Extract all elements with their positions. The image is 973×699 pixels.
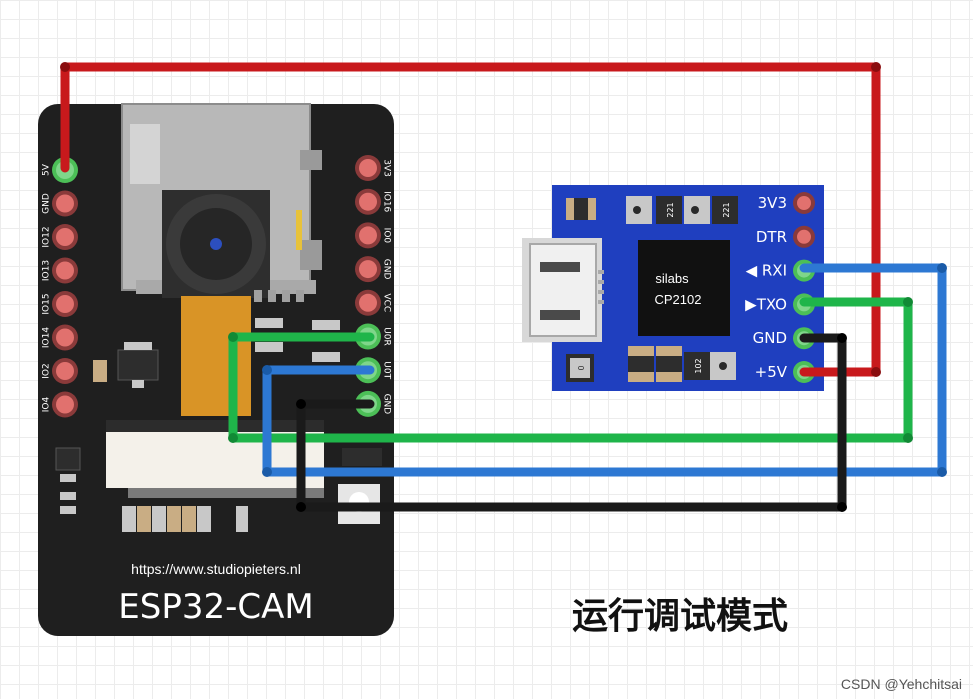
esp32cam-pin-pad-inner	[56, 328, 74, 347]
cp2102-pin-label: 3V3	[758, 194, 787, 212]
camera-flex-cable	[181, 296, 251, 416]
cp2102-pin-label: DTR	[756, 228, 787, 246]
esp32cam-pin-pad-inner	[359, 293, 377, 312]
cp2102-pin-label: ◀ RXI	[746, 262, 787, 280]
caption: 运行调试模式	[572, 596, 788, 637]
resistor-label-3: 102	[694, 358, 703, 373]
cp2102-pin-label: ▶TXO	[745, 295, 787, 313]
esp32cam-right-pin-label: 3V3	[382, 159, 392, 177]
chip-model: CP2102	[655, 292, 702, 307]
esp32cam-right-pin-label: U0T	[382, 361, 392, 379]
esp32cam-right-pin-label: VCC	[382, 293, 392, 312]
watermark: CSDN @Yehchitsai	[841, 676, 962, 692]
esp32cam-pin-pad-inner	[56, 295, 74, 313]
esp32cam-left-pin-label: IO2	[42, 363, 52, 378]
esp32cam-pin-pad-inner	[359, 226, 377, 245]
esp32cam-title: ESP32-CAM	[118, 587, 313, 627]
esp32cam-left-pin-label: IO14	[42, 327, 52, 348]
esp32cam-left-pin-label: 5V	[42, 163, 52, 176]
resistor-label-2: 221	[722, 202, 731, 217]
esp32cam-right-pin-label: IO16	[382, 191, 392, 212]
esp32cam-left-pin-label: IO4	[42, 396, 52, 412]
wire-junctions	[60, 62, 947, 512]
resistor-label-1: 221	[666, 202, 675, 217]
esp32cam-pin-pad-inner	[359, 192, 377, 211]
esp32cam-right-pin-label: IO0	[382, 228, 392, 244]
chip-brand: silabs	[655, 271, 689, 286]
esp32cam-pin-pad-inner	[56, 228, 74, 246]
esp32cam-pin-pad-inner	[56, 261, 74, 280]
esp32cam-pin-pad-inner	[56, 194, 74, 213]
cp2102-pin-pad-inner	[797, 229, 811, 244]
wire-black	[296, 333, 847, 512]
esp32cam-left-pin-label: IO13	[42, 260, 52, 281]
cp2102-pin-label: GND	[753, 329, 787, 347]
cp2102-pin-pad-inner	[797, 196, 811, 210]
esp32cam-pin-pad-inner	[359, 159, 377, 177]
cap-label: 0	[577, 365, 586, 370]
wire-green	[228, 297, 913, 443]
esp32cam-pin-pad-inner	[56, 395, 74, 414]
esp32cam-pin-pad-inner	[359, 260, 377, 279]
esp32cam-url: https://www.studiopieters.nl	[131, 561, 301, 577]
esp32cam-pin-pad-inner	[56, 362, 74, 380]
cp2102-chip	[638, 240, 730, 336]
esp32cam-right-pin-label: GND	[382, 394, 392, 415]
esp32cam-left-pin-label: GND	[42, 193, 52, 214]
esp32cam-left-pin-label: IO15	[42, 293, 52, 314]
camera-lens	[210, 238, 222, 250]
esp32cam-left-pin-label: IO12	[42, 226, 52, 247]
esp32cam-right-pin-label: U0R	[382, 327, 392, 346]
cp2102-pin-label: +5V	[755, 363, 788, 381]
esp32cam-right-pin-label: GND	[382, 259, 392, 280]
wire-blue	[262, 263, 947, 477]
